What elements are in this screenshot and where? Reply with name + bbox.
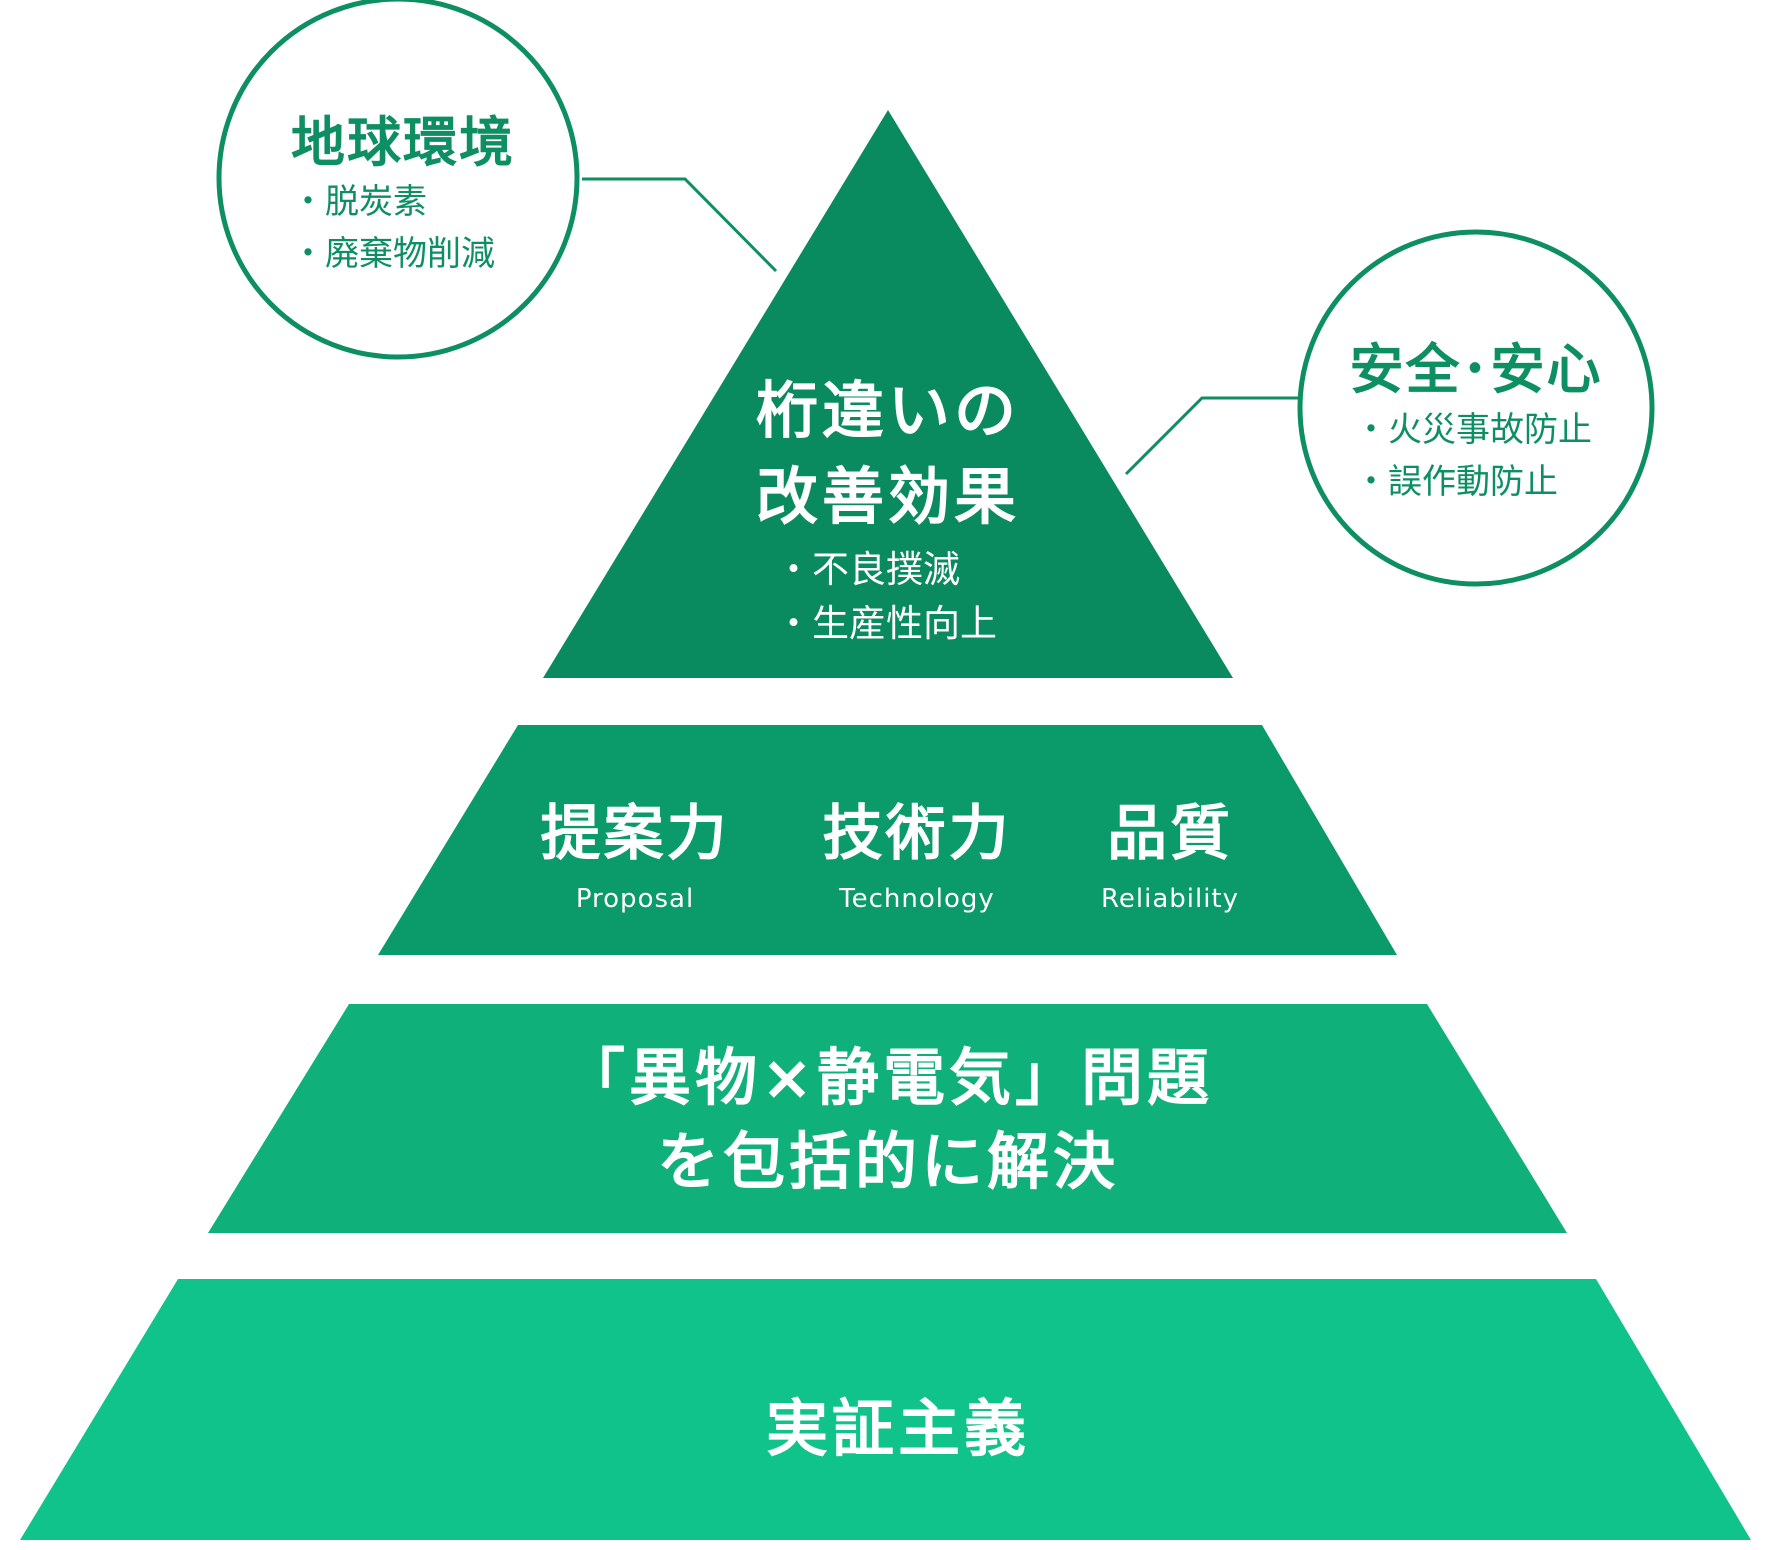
apex-bullet-1: ・不良撲滅 xyxy=(775,548,960,591)
tier2-item-proposal-label: 提案力 xyxy=(540,799,730,869)
tier2-item-proposal-sub: Proposal xyxy=(575,884,695,914)
apex-bullet-2: ・生産性向上 xyxy=(775,602,997,645)
tier2-item-technology-label: 技術力 xyxy=(822,799,1012,869)
tier4-label: 実証主義 xyxy=(765,1392,1030,1465)
circle-right-outline xyxy=(1297,229,1655,587)
pyramid-tier-2 xyxy=(378,725,1397,955)
pyramid-tier-3 xyxy=(208,1004,1567,1233)
pyramid-tier-4 xyxy=(20,1279,1751,1540)
circle-right-bullet-2: ・誤作動防止 xyxy=(1354,462,1558,502)
tier3-line1: 「異物×静電気」問題 xyxy=(563,1041,1213,1114)
connector-right xyxy=(1124,396,1300,476)
tier2-item-reliability-sub: Reliability xyxy=(1100,884,1240,914)
apex-bullet-list: ・不良撲滅 ・生産性向上 xyxy=(775,543,997,651)
circle-left-bullets: ・脱炭素 ・廃棄物削減 xyxy=(291,176,495,280)
tier2-item-proposal: 提案力 Proposal xyxy=(520,785,750,914)
apex-title: 桁違いの 改善効果 xyxy=(688,368,1088,540)
tier3-line2: を包括的に解決 xyxy=(656,1125,1119,1198)
circle-right-title: 安全･安心 xyxy=(1349,338,1603,401)
circle-left-outline xyxy=(216,0,580,360)
circle-right-bullets: ・火災事故防止 ・誤作動防止 xyxy=(1354,404,1592,508)
connector-left xyxy=(582,177,778,273)
circle-left-bullet-1: ・脱炭素 xyxy=(291,182,427,222)
circle-left-title: 地球環境 xyxy=(291,111,515,174)
apex-title-line1: 桁違いの xyxy=(755,374,1020,447)
circle-left-bullet-2: ・廃棄物削減 xyxy=(291,234,495,274)
tier2-item-technology: 技術力 Technology xyxy=(802,785,1032,914)
tier2-item-technology-sub: Technology xyxy=(839,884,995,914)
pyramid-apex xyxy=(543,110,1233,678)
apex-title-line2: 改善効果 xyxy=(755,460,1020,533)
circle-right-bullet-1: ・火災事故防止 xyxy=(1354,410,1592,450)
tier3-text: 「異物×静電気」問題 を包括的に解決 xyxy=(488,1036,1288,1204)
tier2-item-reliability: 品質 Reliability xyxy=(1055,785,1285,914)
tier2-item-reliability-label: 品質 xyxy=(1107,799,1233,869)
